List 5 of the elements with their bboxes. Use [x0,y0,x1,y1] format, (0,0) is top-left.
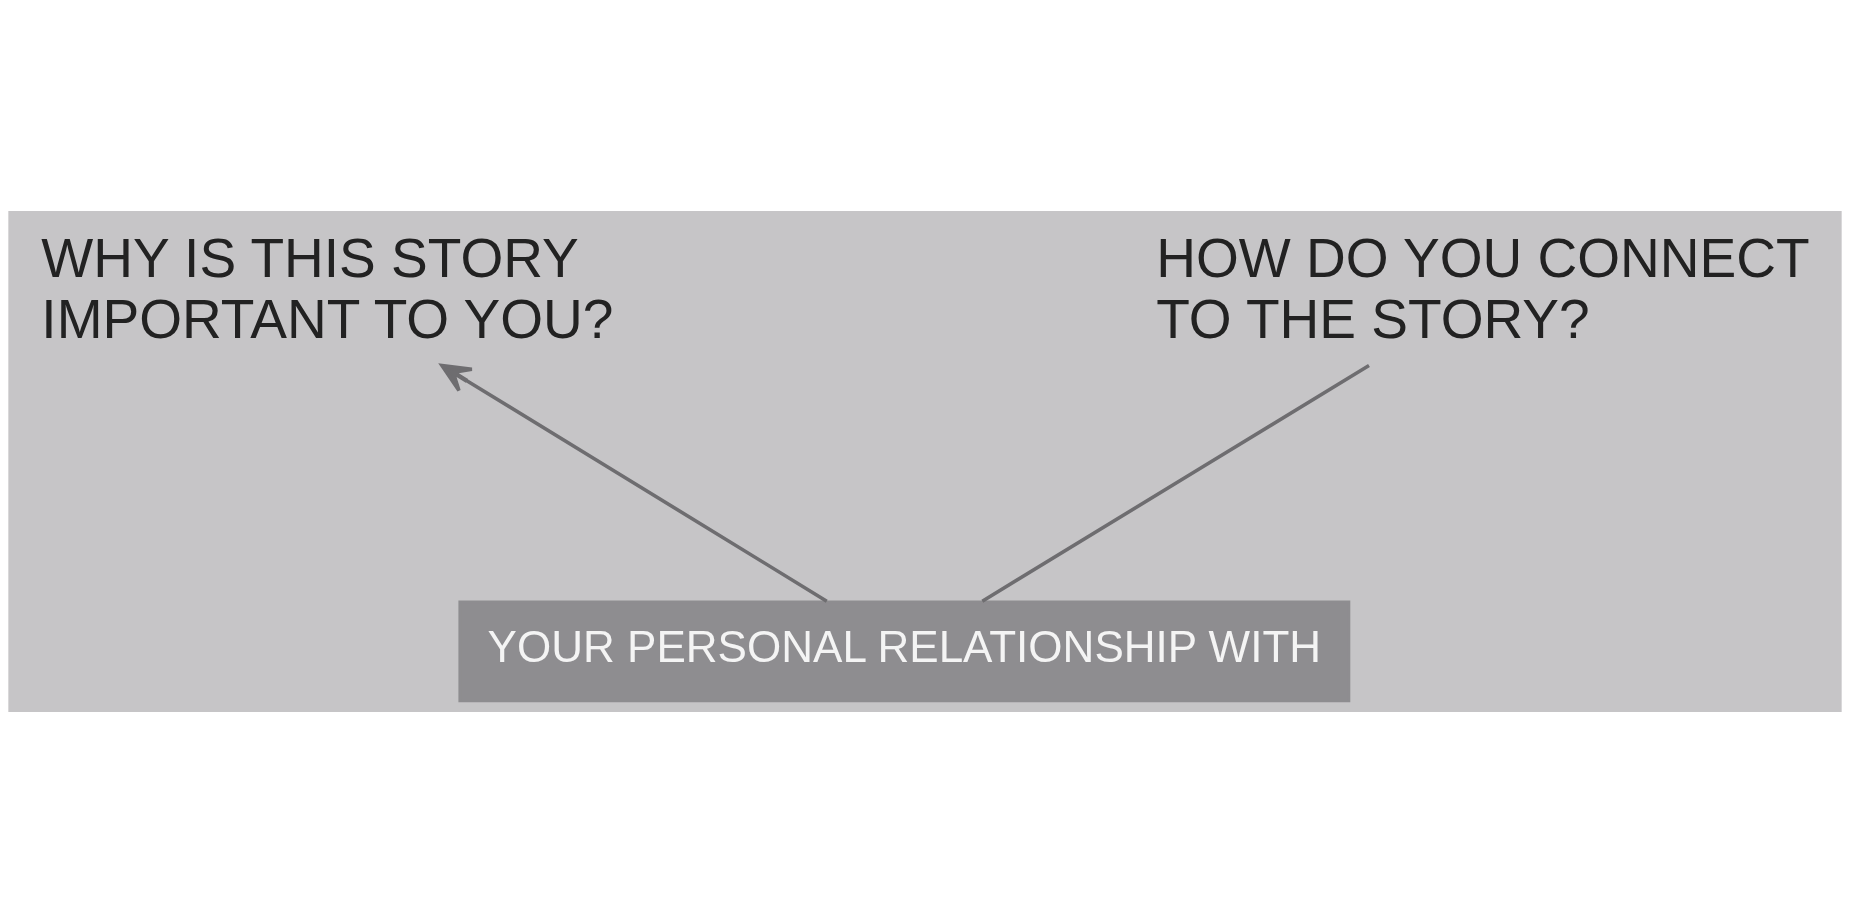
node-text: HOW DO YOU CONNECT TO THE STORY? [1156,226,1810,350]
node-box: YOUR PERSONAL RELATIONSHIP WITH [458,600,1351,702]
connector [981,363,1370,603]
arrow [440,363,828,603]
node-text: WHY IS THIS STORY IMPORTANT TO YOU? [41,226,614,350]
